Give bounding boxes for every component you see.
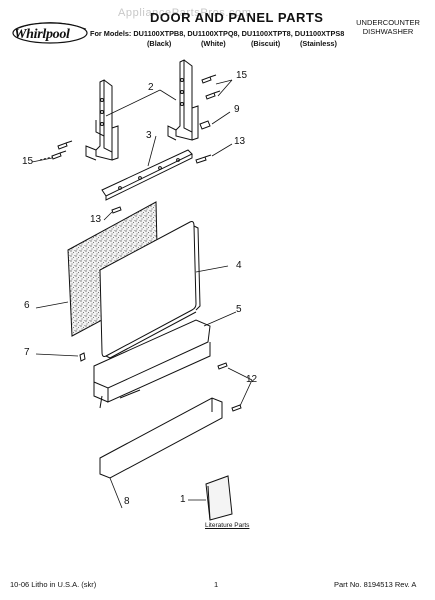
footer-print-info: 10-06 Litho in U.S.A. (skr)	[10, 580, 97, 589]
callout-9: 9	[234, 104, 240, 115]
color-black: (Black)	[147, 39, 172, 48]
callout-12: 12	[246, 374, 258, 385]
callout-13-top: 13	[234, 136, 246, 147]
callout-4: 4	[236, 260, 242, 271]
callout-2: 2	[148, 82, 154, 93]
appliance-type: UNDERCOUNTER DISHWASHER	[353, 18, 423, 36]
footer-part-number: Part No. 8194513 Rev. A	[334, 580, 417, 589]
callout-5: 5	[236, 304, 242, 315]
screws-15-right	[201, 74, 221, 100]
callout-13-lower: 13	[90, 214, 102, 225]
part-3-rail	[101, 149, 193, 201]
callout-8: 8	[124, 496, 130, 507]
screw-13-lower	[111, 206, 122, 214]
callout-15-left: 15	[22, 156, 34, 167]
part-4-door-panel	[99, 221, 201, 359]
color-biscuit: (Biscuit)	[251, 39, 281, 48]
appliance-type-line1: UNDERCOUNTER	[356, 18, 420, 27]
page-title: DOOR AND PANEL PARTS	[150, 10, 324, 25]
models-line: For Models: DU1100XTPB8, DU1100XTPQ8, DU…	[90, 29, 345, 38]
callout-7: 7	[24, 347, 30, 358]
screw-13-top	[195, 154, 212, 164]
color-stainless: (Stainless)	[300, 39, 337, 48]
callout-1: 1	[180, 494, 186, 505]
screws-15-left	[39, 140, 73, 161]
watermark: AppliancePartsPros.com	[118, 7, 252, 19]
left-hinge-bracket	[85, 79, 119, 161]
part-8-kickplate	[99, 397, 223, 479]
callout-15-right: 15	[236, 70, 248, 81]
brand-name: Whirlpool	[14, 27, 70, 42]
part-5-lower-trim	[93, 319, 211, 409]
appliance-type-line2: DISHWASHER	[362, 27, 414, 36]
color-white: (White)	[201, 39, 226, 48]
callout-6: 6	[24, 300, 30, 311]
right-hinge-bracket	[167, 59, 199, 141]
leader-lines	[31, 79, 253, 509]
part-9-clip	[199, 120, 211, 130]
whirlpool-logo	[12, 22, 88, 44]
footer-page-number: 1	[214, 580, 219, 589]
literature-parts-label: Literature Parts	[205, 522, 250, 529]
part-1-literature	[205, 475, 233, 521]
callout-3: 3	[146, 130, 152, 141]
part-7-clip	[79, 352, 86, 362]
screws-12	[217, 362, 242, 412]
